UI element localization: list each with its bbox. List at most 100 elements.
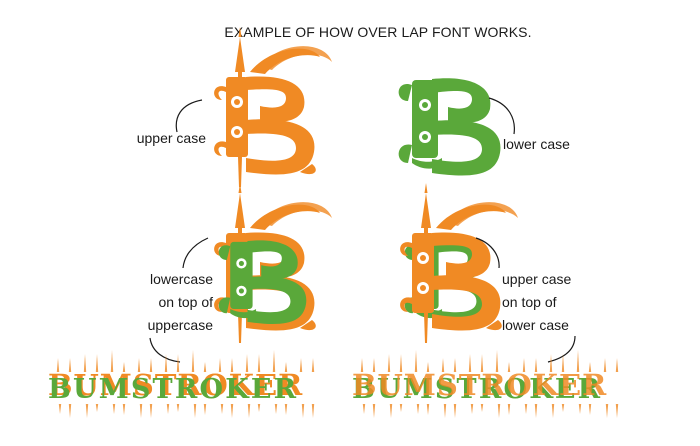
- sample-word-flourishes: [56, 350, 619, 418]
- bracket-lower-case: [488, 97, 515, 135]
- flourish-spike: [257, 354, 261, 372]
- flourish-spike: [301, 404, 305, 418]
- flourish-spike: [193, 404, 197, 418]
- flourish-spike: [284, 404, 288, 415]
- flourish-spike: [534, 358, 538, 372]
- flourish-spike: [257, 404, 261, 412]
- flourish-spike: [139, 404, 143, 418]
- page-title: EXAMPLE OF HOW OVER LAP FONT WORKS.: [224, 24, 532, 40]
- bracket-upper-over-lower-top: [475, 237, 500, 269]
- flourish-spike: [83, 354, 87, 372]
- flourish-spike: [95, 404, 99, 412]
- flourish-spike: [245, 354, 249, 372]
- flourish-spike: [284, 362, 288, 372]
- flourish-spike: [534, 404, 538, 418]
- flourish-spike: [85, 404, 89, 418]
- flourish-spike: [578, 404, 582, 414]
- flourish-spike: [441, 358, 445, 372]
- flourish-spike: [372, 404, 376, 418]
- uppercase-b-glyph: [214, 27, 332, 187]
- flourish-spike: [247, 404, 251, 418]
- flourish-spike: [480, 404, 484, 412]
- flourish-spike: [468, 354, 472, 372]
- flourish-spike: [122, 362, 126, 372]
- lower-over-upper-glyph: [214, 183, 332, 343]
- flourish-spike: [95, 354, 99, 372]
- flourish-spike: [470, 404, 474, 414]
- flourish-spike: [56, 358, 60, 372]
- flourish-spike: [416, 404, 420, 414]
- bracket-upper-over-lower-bottom: [547, 335, 576, 363]
- label-line-3: uppercase: [147, 317, 213, 333]
- label-line-3: lower case: [502, 317, 569, 333]
- flourish-spike: [588, 404, 592, 415]
- flourish-spike: [551, 404, 555, 418]
- bracket-lines: [149, 97, 576, 363]
- flourish-spike: [137, 358, 141, 372]
- label-upper-case: upper case: [96, 127, 206, 150]
- flourish-spike: [218, 358, 222, 372]
- flourish-spike: [311, 358, 315, 372]
- flourish-spike: [274, 404, 278, 414]
- flourish-spike: [166, 404, 170, 414]
- flourish-spike: [230, 358, 234, 372]
- label-line-2: on top of: [158, 294, 214, 310]
- flourish-spike: [230, 404, 234, 418]
- label-line-2: on top of: [502, 294, 557, 310]
- flourish-spike: [372, 358, 376, 372]
- flourish-spike: [149, 404, 153, 418]
- flourish-spike: [576, 350, 580, 372]
- flourish-spike: [362, 404, 366, 414]
- flourish-spike: [58, 404, 62, 414]
- flourish-spike: [524, 404, 528, 414]
- flourish-spike: [360, 358, 364, 372]
- flourish-spike: [603, 358, 607, 372]
- sample-word-main: BUMSTROKER: [352, 368, 607, 402]
- flourish-spike: [68, 358, 72, 372]
- flourish-spike: [389, 404, 393, 418]
- label-upper-case-text: upper case: [136, 130, 206, 146]
- label-lower-case: lower case: [503, 133, 623, 156]
- flourish-spike: [561, 404, 565, 412]
- sample-word-upper-over-lower: BUMSTROKER BUMSTROKER: [352, 368, 607, 405]
- label-line-1: upper case: [502, 271, 572, 287]
- sample-word-shadow: BUMSTROKER: [352, 374, 602, 405]
- flourish-spike: [68, 404, 72, 418]
- flourish-spike: [203, 362, 207, 372]
- flourish-spike: [149, 358, 153, 372]
- flourish-spike: [588, 362, 592, 372]
- flourish-spike: [507, 362, 511, 372]
- flourish-spike: [414, 350, 418, 372]
- flourish-spike: [522, 358, 526, 372]
- flourish-spike: [453, 358, 457, 372]
- flourish-spike: [605, 404, 609, 418]
- flourish-spike: [176, 404, 180, 412]
- flourish-spike: [272, 350, 276, 372]
- bracket-upper-case: [175, 99, 203, 133]
- flourish-spike: [299, 358, 303, 372]
- flourish-spike: [495, 350, 499, 372]
- flourish-spike: [549, 354, 553, 372]
- flourish-spike: [203, 404, 207, 415]
- sample-word-main: BUMSTROKER: [48, 374, 298, 405]
- flourish-spike: [615, 358, 619, 372]
- flourish-spike: [387, 354, 391, 372]
- flourish-spike: [507, 404, 511, 415]
- flourish-spike: [164, 354, 168, 372]
- flourish-spike: [480, 354, 484, 372]
- label-line-1: lowercase: [149, 271, 213, 287]
- label-lower-case-text: lower case: [503, 136, 570, 152]
- flourish-spike: [426, 362, 430, 372]
- flourish-spike: [561, 354, 565, 372]
- flourish-spike: [399, 354, 403, 372]
- bracket-lower-over-upper-bottom: [149, 337, 181, 363]
- sample-word-shadow: BUMSTROKER: [48, 368, 303, 402]
- flourish-spike: [110, 350, 114, 372]
- flourish-spike: [176, 354, 180, 372]
- flourish-spike: [426, 404, 430, 415]
- sample-word-lower-over-upper: BUMSTROKER BUMSTROKER: [48, 368, 303, 405]
- label-uppercase-on-lowercase: upper case on top of lower case: [502, 268, 622, 337]
- flourish-spike: [615, 404, 619, 418]
- upper-over-lower-glyph: [400, 183, 518, 343]
- flourish-spike: [122, 404, 126, 415]
